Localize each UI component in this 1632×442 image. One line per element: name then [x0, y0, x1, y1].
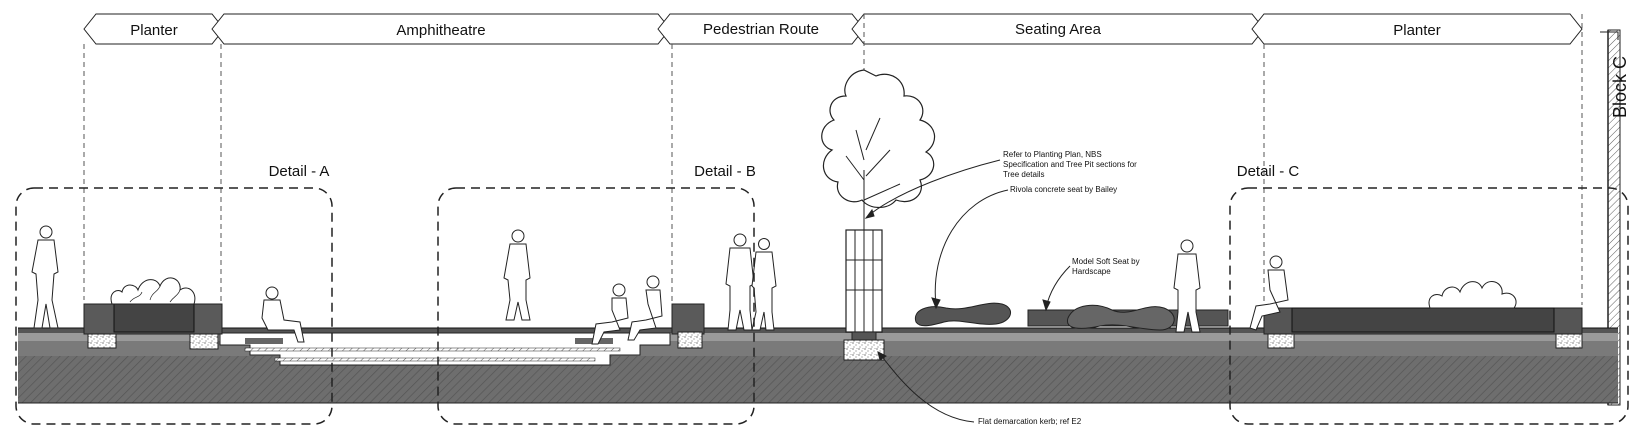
annotation-tree-line3: Tree details	[1003, 170, 1045, 179]
detail-box-b	[437, 187, 755, 425]
block-c-label: Block C	[1610, 56, 1630, 118]
people-figures	[31, 225, 1289, 345]
annotation-rivola: Rivola concrete seat by Bailey	[1010, 185, 1117, 194]
detail-label-c: Detail - C	[1237, 163, 1300, 180]
zone-label-planter-left: Planter	[130, 22, 178, 39]
annotation-model-line2: Hardscape	[1072, 267, 1111, 276]
tree	[821, 69, 936, 361]
detail-box-c	[1229, 187, 1629, 425]
person-seated-right-2	[627, 275, 663, 341]
amphitheatre-steps	[219, 332, 671, 366]
zone-label-seating-area: Seating Area	[1015, 21, 1102, 38]
amphitheatre-end-footing	[677, 331, 703, 349]
annotation-kerb: Flat demarcation kerb; ref E2	[978, 417, 1082, 426]
annotation-tree-line1: Refer to Planting Plan, NBS	[1003, 150, 1102, 159]
amphitheatre-end-wall	[671, 303, 705, 335]
zone-label-planter-right: Planter	[1393, 22, 1441, 39]
detail-label-a: Detail - A	[269, 163, 330, 180]
block-c-wall	[1600, 29, 1621, 406]
person-seated-planter	[1249, 255, 1289, 331]
detail-boxes	[15, 187, 1629, 425]
zone-label-pedestrian-route: Pedestrian Route	[703, 21, 819, 38]
person-standing-amphitheatre	[503, 229, 531, 321]
planter-left	[83, 277, 223, 350]
planter-right	[1263, 280, 1583, 349]
person-couple-man	[725, 233, 755, 331]
zone-label-amphitheatre: Amphitheatre	[396, 22, 485, 39]
person-standing-seating	[1173, 239, 1201, 333]
person-couple-woman	[751, 238, 777, 331]
annotation-tree-line2: Specification and Tree Pit sections for	[1003, 160, 1137, 169]
annotation-leaders	[864, 159, 1071, 423]
person-seated-right-1	[591, 283, 629, 345]
rivola-seat	[914, 302, 1011, 327]
zone-header	[83, 13, 1583, 45]
detail-label-b: Detail - B	[694, 163, 756, 180]
detail-box-a	[15, 187, 333, 425]
person-seated-left	[261, 286, 305, 343]
annotation-model-line1: Model Soft Seat by	[1072, 257, 1140, 266]
person-walking-left	[31, 225, 59, 329]
